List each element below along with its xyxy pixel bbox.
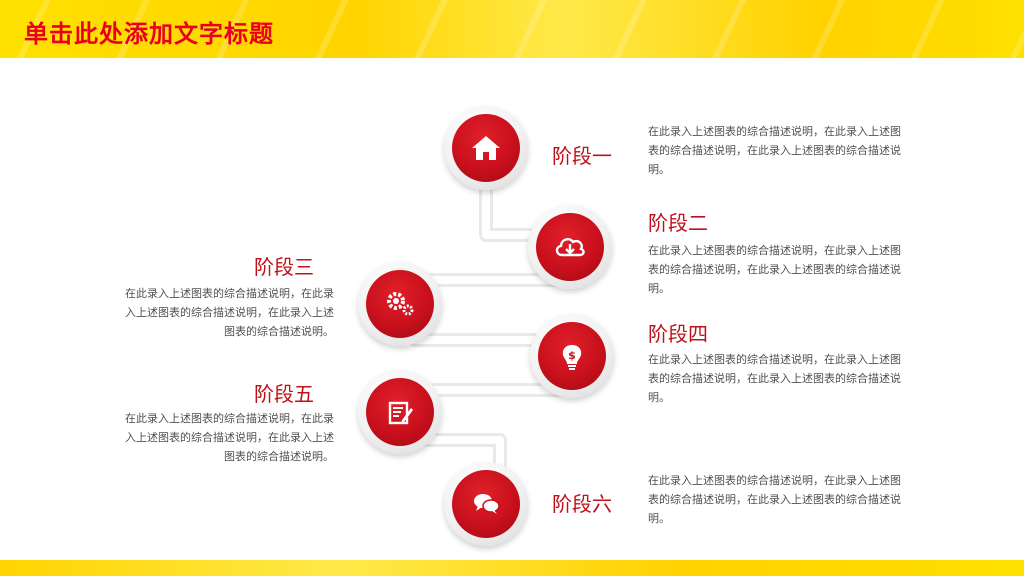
lightbulb-dollar-icon: $ [562, 345, 582, 370]
cloud-download-icon [555, 238, 585, 257]
stage-3-description-line: 在此录入上述图表的综合描述说明，在此录 [125, 287, 334, 300]
stage-3-description: 在此录入上述图表的综合描述说明，在此录 入上述图表的综合描述说明，在此录入上述 … [86, 284, 334, 341]
stage-5-description: 在此录入上述图表的综合描述说明，在此录 入上述图表的综合描述说明，在此录入上述 … [86, 409, 334, 466]
note-pencil-icon [388, 401, 413, 425]
stage-2-label: 阶段二 [648, 211, 708, 235]
svg-text:$: $ [568, 349, 576, 362]
stage-4-node[interactable]: $ [530, 314, 614, 398]
stage-4-label: 阶段四 [648, 322, 708, 346]
stage-5-node[interactable] [358, 370, 442, 454]
stage-4-description: 在此录入上述图表的综合描述说明，在此录入上述图表的综合描述说明，在此录入上述图表… [648, 353, 901, 404]
stage-2-description: 在此录入上述图表的综合描述说明，在此录入上述图表的综合描述说明，在此录入上述图表… [648, 244, 901, 295]
stage-1-description: 在此录入上述图表的综合描述说明，在此录入上述图表的综合描述说明，在此录入上述图表… [648, 125, 901, 176]
stage-3-label: 阶段三 [254, 255, 314, 279]
stage-1-label: 阶段一 [552, 144, 612, 168]
gears-icon [387, 292, 414, 316]
stage-3-node[interactable] [358, 262, 442, 346]
stage-6-node[interactable] [444, 462, 528, 546]
stage-5-description-line: 入上述图表的综合描述说明，在此录入上述 [125, 431, 334, 444]
stage-6-description: 在此录入上述图表的综合描述说明，在此录入上述图表的综合描述说明，在此录入上述图表… [648, 474, 901, 525]
stage-3-description-line: 图表的综合描述说明。 [224, 325, 334, 338]
stage-6-label: 阶段六 [552, 492, 612, 516]
page-title[interactable]: 单击此处添加文字标题 [24, 20, 274, 48]
stage-3-description-line: 入上述图表的综合描述说明，在此录入上述 [125, 306, 334, 319]
home-icon [472, 136, 500, 160]
stage-5-description-line: 图表的综合描述说明。 [224, 450, 334, 463]
stage-5-description-line: 在此录入上述图表的综合描述说明，在此录 [125, 412, 334, 425]
header-bar [0, 0, 1024, 58]
stage-1-node[interactable] [444, 106, 528, 190]
footer-bar [0, 560, 1024, 576]
stage-2-node[interactable] [528, 205, 612, 289]
stage-5-label: 阶段五 [254, 382, 314, 406]
chat-bubbles-icon [474, 494, 500, 514]
